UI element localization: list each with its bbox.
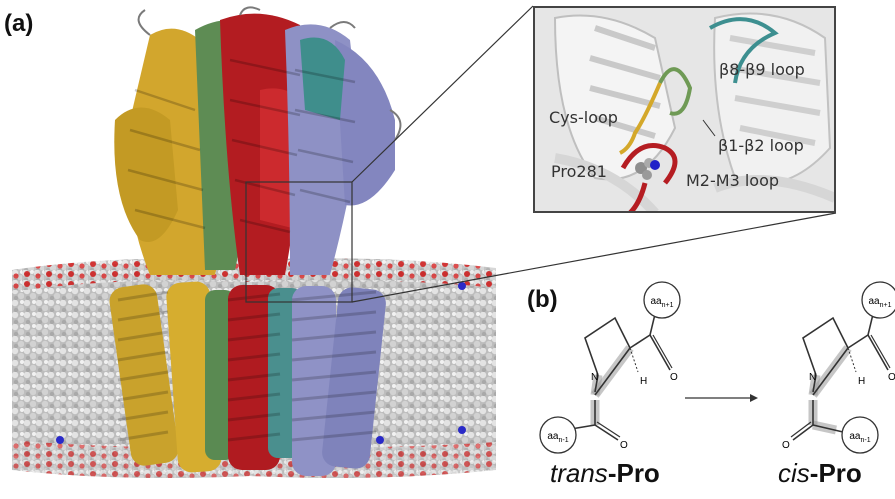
svg-text:O: O: [782, 440, 790, 451]
svg-text:aan+1: aan+1: [869, 296, 892, 309]
svg-text:N: N: [591, 372, 598, 383]
svg-text:O: O: [888, 372, 895, 383]
protein-illustration: [12, 6, 496, 478]
svg-text:aan+1: aan+1: [651, 296, 674, 309]
svg-text:N: N: [809, 372, 816, 383]
svg-text:H: H: [640, 376, 647, 387]
label-b1-b2-loop: β1-β2 loop: [718, 136, 804, 155]
chemical-structures: aan+1 aan-1 N H O O: [539, 281, 895, 454]
svg-text:O: O: [620, 440, 628, 451]
inset-illustration: [535, 8, 834, 211]
zoom-region-box: [245, 181, 353, 303]
cis-pro-title: cis-Pro: [778, 458, 862, 488]
label-cys-loop: Cys-loop: [549, 108, 618, 127]
svg-text:aan-1: aan-1: [849, 431, 870, 444]
extracellular-domain: [114, 6, 402, 276]
proline-isomer-scheme: aan+1 aan-1 N H O O: [520, 280, 895, 494]
label-b8-b9-loop: β8-β9 loop: [719, 60, 805, 79]
protein-render: [12, 6, 496, 478]
label-pro281: Pro281: [551, 162, 607, 181]
trans-pro-structure: aan+1 aan-1 N H O O: [539, 281, 681, 454]
svg-text:H: H: [858, 376, 865, 387]
label-m2-m3-loop: M2-M3 loop: [686, 171, 780, 190]
panel-label-a: (a): [4, 10, 34, 37]
svg-text:aan-1: aan-1: [547, 431, 568, 444]
panel-label-b: (b): [527, 286, 558, 313]
trans-pro-title: trans-Pro: [550, 458, 660, 488]
binding-site-inset: β8-β9 loop Cys-loop β1-β2 loop Pro281 M2…: [533, 6, 836, 213]
svg-text:O: O: [670, 372, 678, 383]
transmembrane-helices: [109, 281, 386, 476]
cis-pro-structure: aan+1 aan-1 N H O O: [782, 281, 895, 454]
